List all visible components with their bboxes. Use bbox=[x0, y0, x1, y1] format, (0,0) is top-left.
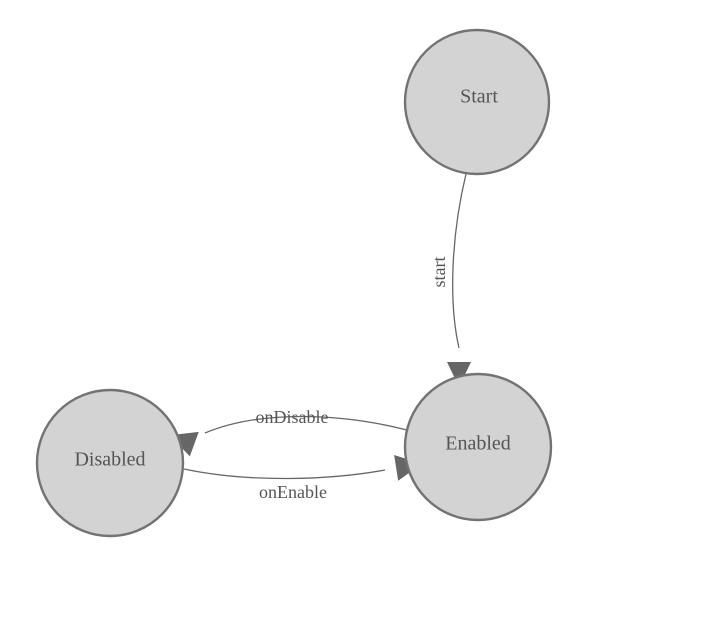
arrowhead-start-to-enabled bbox=[447, 362, 471, 387]
edge-disabled-to-enabled[interactable]: onEnable bbox=[183, 451, 424, 502]
node-label-disabled: Disabled bbox=[74, 449, 145, 471]
edge-path-disabled-to-enabled[interactable] bbox=[183, 468, 386, 480]
node-enabled[interactable]: Enabled bbox=[403, 372, 553, 522]
node-label-enabled: Enabled bbox=[445, 433, 511, 455]
edge-label-onenable: onEnable bbox=[259, 482, 327, 502]
node-circle-disabled[interactable] bbox=[35, 388, 185, 538]
edge-enabled-to-disabled[interactable]: onDisable bbox=[165, 407, 408, 457]
node-disabled[interactable]: Disabled bbox=[35, 388, 185, 538]
edge-label-ondisable: onDisable bbox=[256, 407, 329, 427]
edge-path-start-to-enabled[interactable] bbox=[452, 173, 467, 349]
node-circle-enabled[interactable] bbox=[403, 372, 553, 522]
node-label-start: Start bbox=[460, 86, 498, 108]
edge-start-to-enabled[interactable]: start bbox=[429, 173, 471, 387]
node-layer: Start Enabled Disabled bbox=[35, 28, 553, 538]
edge-label-start: start bbox=[429, 257, 449, 288]
edge-path-enabled-to-disabled[interactable] bbox=[204, 415, 408, 434]
node-start[interactable]: Start bbox=[403, 28, 551, 176]
node-circle-start[interactable] bbox=[403, 28, 551, 176]
